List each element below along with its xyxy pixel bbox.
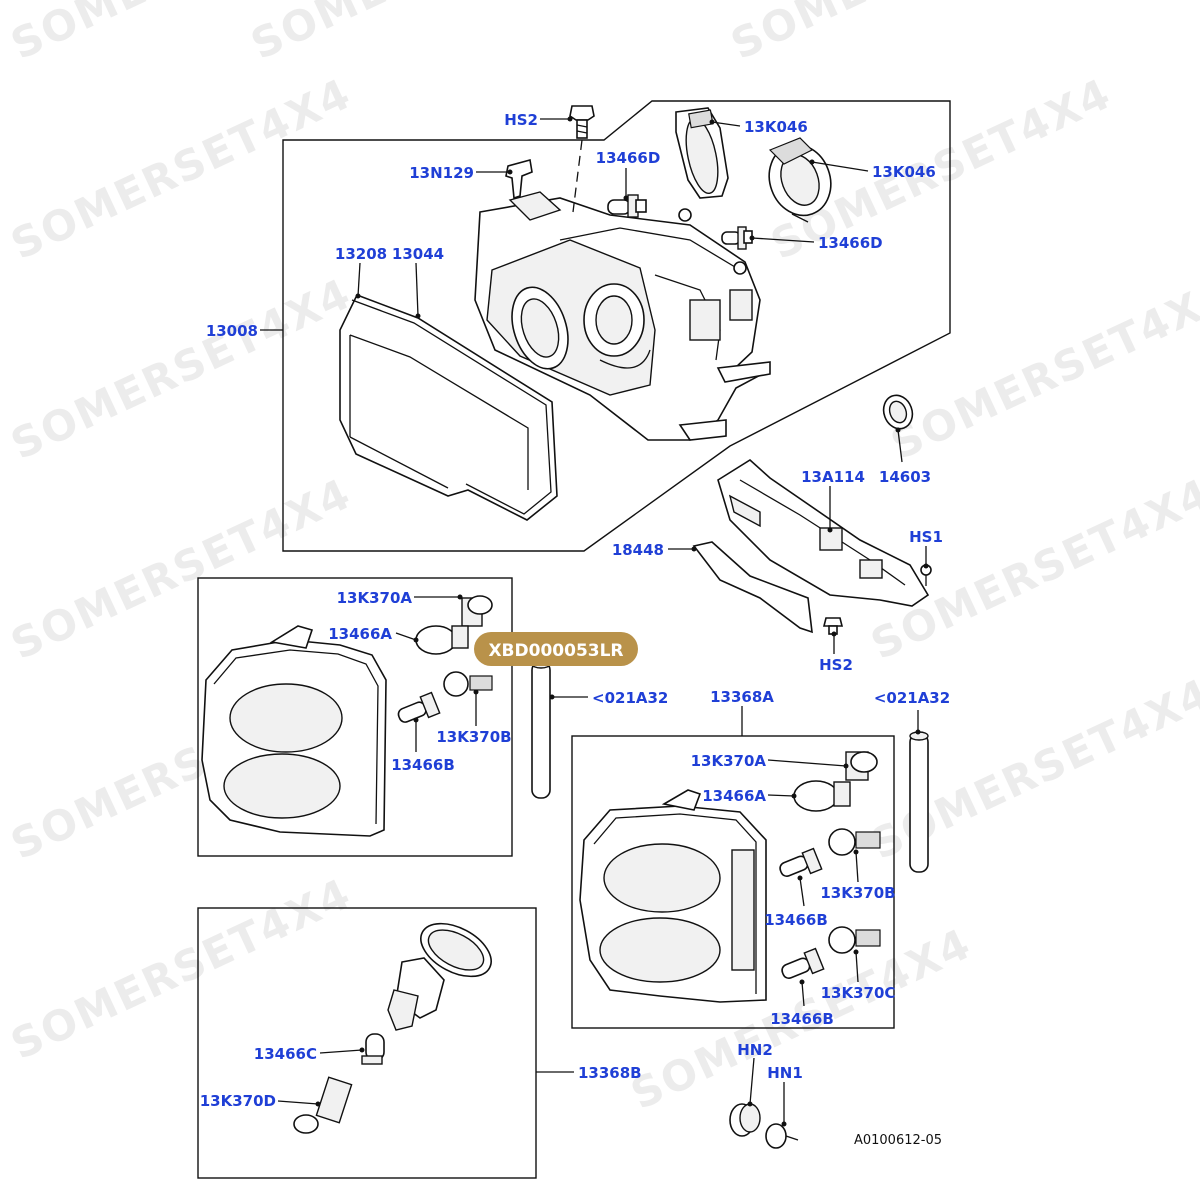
- label-13k370b-left: 13K370B: [436, 728, 511, 746]
- strip-18448: [692, 541, 813, 634]
- label-13368a: 13368A: [710, 688, 774, 706]
- watermark-text: SOMERSET4X4: [244, 0, 599, 69]
- right-tail-lamp: [579, 789, 767, 1003]
- label-13466b-right-lower: 13466B: [770, 1010, 834, 1028]
- label-13k370a-left: 13K370A: [337, 589, 413, 607]
- headlamp-housing: [474, 191, 771, 441]
- bolt-axis-line: [572, 139, 583, 213]
- label-13466a-left: 13466A: [328, 625, 392, 643]
- label-18448: 18448: [612, 541, 664, 559]
- right-bulb-13k370b: [828, 828, 881, 856]
- label-021a32-right: <021A32: [874, 689, 950, 707]
- headlamp-group-frame: [260, 100, 951, 552]
- leader-dots: [315, 116, 929, 1127]
- right-bulb-13k370a: [845, 751, 878, 781]
- bulb-13466d-upper: [607, 194, 647, 218]
- label-13466c: 13466C: [254, 1045, 317, 1063]
- side-repeater-frame: [197, 907, 574, 1179]
- label-13466d-lower: 13466D: [818, 234, 883, 252]
- label-13466b-right-upper: 13466B: [764, 911, 828, 929]
- right-bulb-13466a: [793, 780, 851, 812]
- watermark-text: SOMERSET4X4: [724, 0, 1079, 69]
- left-tail-lamp-frame: [197, 577, 513, 857]
- nut-hn1: [765, 1123, 799, 1149]
- bulb-13466d-lower: [721, 226, 753, 250]
- bulb-holder-13k370d: [293, 1076, 353, 1134]
- badge-text: XBD000053LR: [488, 641, 623, 661]
- tube-021a32-right: [909, 731, 929, 873]
- watermark-text: SOMERSET4X4: [864, 469, 1200, 669]
- label-13n129: 13N129: [409, 164, 474, 182]
- label-hn2: HN2: [737, 1041, 773, 1059]
- label-hs2-bottom: HS2: [819, 656, 853, 674]
- right-tail-lamp-frame: [571, 706, 895, 1029]
- tube-021a32-left: [531, 659, 551, 799]
- leader-lines: [277, 118, 927, 1124]
- label-13a114: 13A114: [801, 468, 865, 486]
- nut-hn2: [729, 1103, 761, 1137]
- right-bulb-13466b-lower: [781, 947, 825, 979]
- label-hs1: HS1: [909, 528, 943, 546]
- left-bulb-13466b: [397, 691, 441, 723]
- left-bulb-13466a: [415, 625, 469, 655]
- label-13044: 13044: [392, 245, 444, 263]
- label-13k370c: 13K370C: [821, 984, 896, 1002]
- label-hn1: HN1: [767, 1064, 803, 1082]
- bolt-hs2-top: [569, 105, 595, 139]
- label-13466a-right: 13466A: [702, 787, 766, 805]
- grommet-14603: [882, 394, 914, 430]
- label-hs2-top: HS2: [504, 111, 538, 129]
- label-13208: 13208: [335, 245, 387, 263]
- label-13k046-a: 13K046: [744, 118, 808, 136]
- part-labels: HS2 13K046 13K046 13N129 13466D 13466D 1…: [200, 111, 950, 1148]
- diagram-reference: A0100612-05: [854, 1133, 942, 1148]
- label-13k046-b: 13K046: [872, 163, 936, 181]
- watermark-text: SOMERSET4X4: [4, 869, 359, 1069]
- watermark-text: SOMERSET4X4: [4, 269, 359, 469]
- bracket-13a114: [717, 459, 930, 607]
- headlamp-lens: [339, 293, 558, 521]
- label-13k370a-right: 13K370A: [691, 752, 767, 770]
- left-bulb-13k370a: [461, 595, 493, 627]
- label-13368b: 13368B: [578, 1064, 642, 1082]
- label-13k370b-right: 13K370B: [820, 884, 895, 902]
- clip-13n129: [505, 158, 533, 200]
- label-13466d-upper: 13466D: [596, 149, 661, 167]
- right-bulb-13k370c: [828, 926, 881, 954]
- part-number-badge: XBD000053LR: [474, 632, 638, 666]
- label-13k370d: 13K370D: [200, 1092, 276, 1110]
- side-repeater-lens: [387, 922, 492, 1031]
- label-021a32-left: <021A32: [592, 689, 668, 707]
- label-13466b-left: 13466B: [391, 756, 455, 774]
- watermark-text: SOMERSET4X4: [4, 69, 359, 269]
- screw-hs1: [920, 564, 932, 586]
- label-14603: 14603: [879, 468, 931, 486]
- seal-13k046-a: [675, 107, 729, 199]
- left-tail-lamp: [201, 625, 387, 837]
- bulb-13466c: [361, 1033, 385, 1065]
- watermark-text: SOMERSET4X4: [884, 269, 1200, 469]
- left-bulb-13k370b: [443, 671, 493, 697]
- right-bulb-13466b-upper: [779, 847, 823, 877]
- bolt-hs2-bottom: [822, 617, 844, 635]
- label-13008: 13008: [206, 322, 258, 340]
